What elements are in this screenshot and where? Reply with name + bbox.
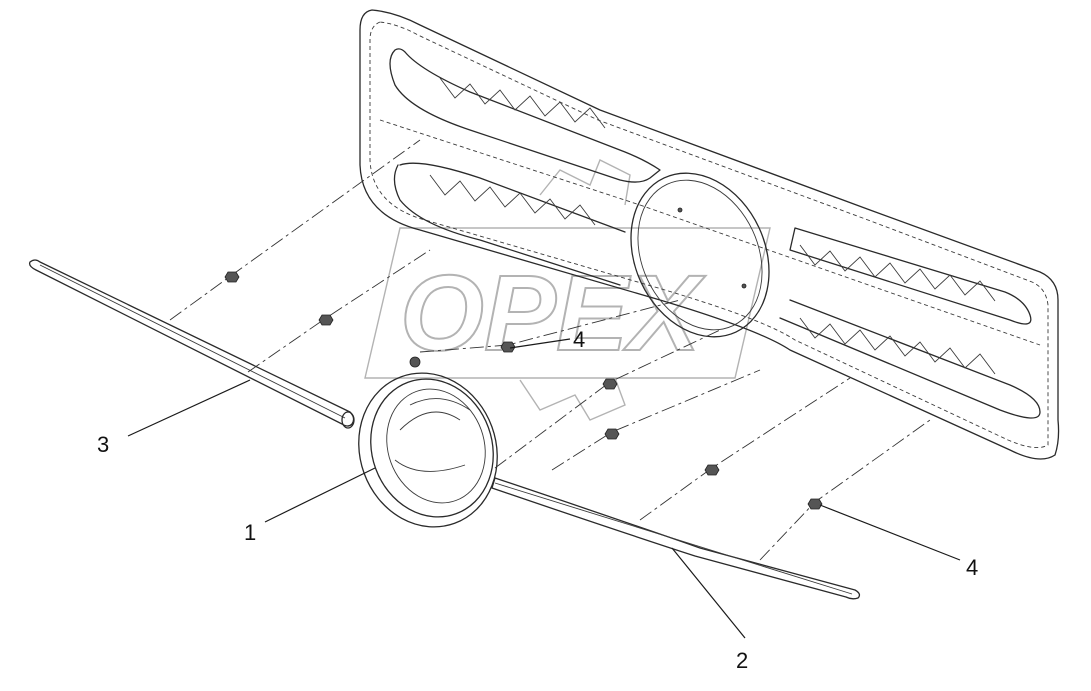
fastener-nuts	[224, 271, 823, 510]
callout-labels: 3 1 2 4 4	[97, 327, 978, 673]
callout-2: 2	[736, 648, 748, 673]
callout-1: 1	[244, 520, 256, 545]
callout-3: 3	[97, 432, 109, 457]
part-lower-trim-strip	[491, 477, 861, 600]
radiator-grille	[359, 9, 1060, 460]
watermark: OPEX	[364, 159, 771, 421]
callout-4-upper: 4	[573, 327, 585, 352]
watermark-text: OPEX	[400, 252, 706, 373]
part-upper-trim-strip	[28, 259, 355, 429]
callout-4-lower: 4	[966, 555, 978, 580]
leader-lines	[127, 338, 961, 639]
part-emblem-ring	[358, 356, 498, 528]
